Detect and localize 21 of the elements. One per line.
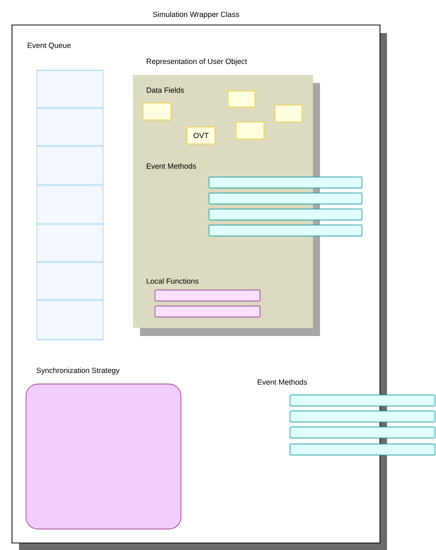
method-bar	[290, 444, 436, 456]
function-bar	[154, 306, 260, 318]
queue-slot	[36, 108, 104, 146]
queue-slot	[36, 185, 104, 224]
function-bar	[154, 290, 260, 302]
method-bar	[290, 394, 436, 406]
data-field-box	[274, 104, 302, 122]
data-field-box	[142, 102, 172, 120]
queue-slot	[36, 146, 104, 185]
data-field-box	[228, 90, 256, 108]
data-field-box	[236, 122, 264, 140]
queue-slot	[36, 300, 104, 340]
queue-slot	[36, 70, 104, 108]
method-bar	[208, 208, 362, 220]
method-bar	[208, 176, 362, 188]
method-bar	[208, 192, 362, 204]
queue-slot	[36, 262, 104, 300]
method-bar	[208, 224, 362, 236]
method-bar	[290, 410, 436, 422]
queue-slot	[36, 224, 104, 262]
method-bar	[290, 426, 436, 438]
